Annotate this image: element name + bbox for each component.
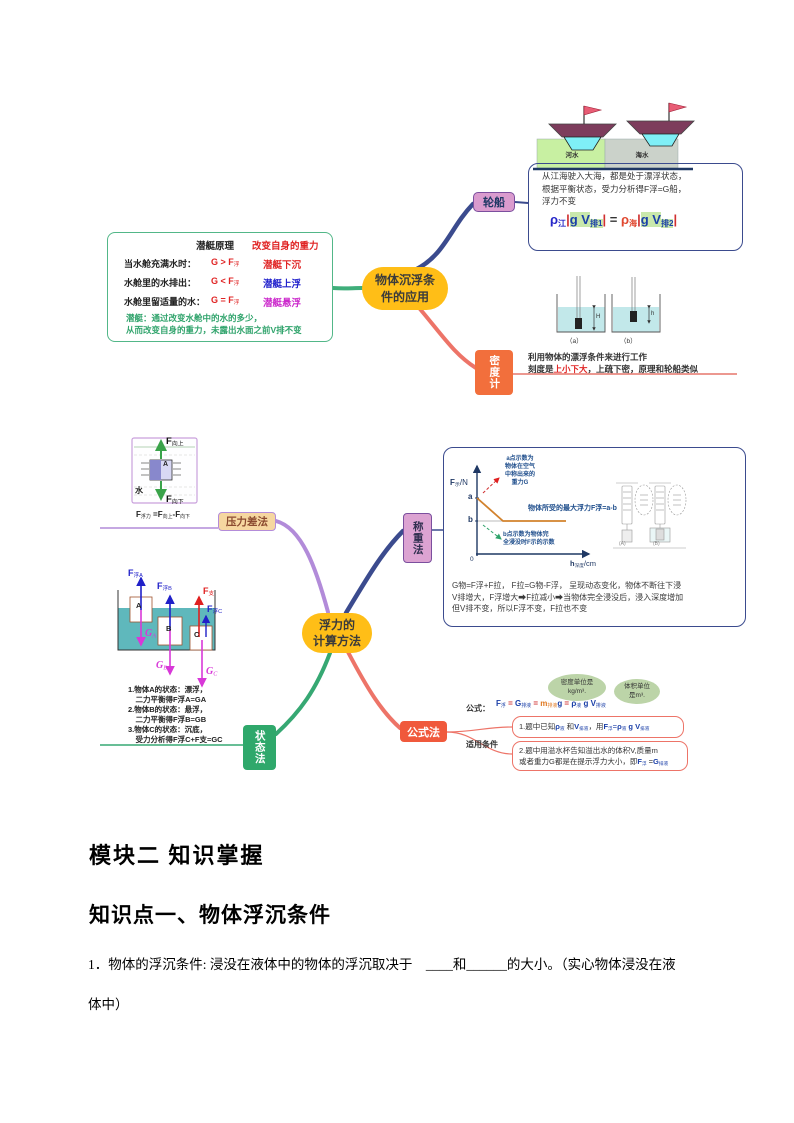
- beaker-a-label: （a）: [566, 338, 583, 345]
- weighing-graph-figure: [472, 464, 591, 559]
- pressure-block-label: A: [163, 461, 169, 468]
- submarine-header-principle: 改变自身的重力: [252, 241, 319, 252]
- node-densimeter-label: 密度计: [488, 355, 501, 390]
- condition-box-2: [512, 741, 688, 771]
- submarine-row2-condition: G < F浮: [211, 276, 240, 288]
- state-block-b-label: B: [166, 624, 172, 633]
- densimeter-line2: 刻度是上小下大，上疏下密，原理和轮船类似: [528, 364, 699, 374]
- node-pressure-method: 压力差法: [218, 512, 276, 531]
- node-weighing-method: 称重法: [403, 513, 432, 563]
- pressure-formula: F浮力 =F向上-F向下: [136, 510, 191, 521]
- volume-unit-callout: 体积单位 是m³.: [614, 679, 660, 704]
- weighing-panel: [443, 447, 746, 627]
- node-state-method: 状态法: [243, 725, 276, 770]
- force-up-label: F向上: [166, 436, 184, 448]
- mindmap1-center-node: 物体沉浮条 件的应用: [362, 267, 448, 310]
- force-down-label: F向下: [166, 494, 184, 506]
- spring-scale-b-label: (B): [653, 541, 660, 547]
- node-densimeter: 密度计: [475, 350, 513, 395]
- submarine-box: [107, 232, 333, 342]
- state-force-fc-label: F浮C: [207, 604, 223, 616]
- condition-label: 适用条件: [466, 740, 498, 749]
- ship-panel: [528, 163, 743, 251]
- module-heading: 模块二 知识掌握: [89, 843, 265, 868]
- sea-water-label: 海水: [635, 152, 649, 159]
- weighing-note: G物=F浮+F拉， F拉=G物-F浮， 呈现动态变化，物体不断往下浸 V排增大，…: [452, 581, 684, 613]
- ship-description: 从江海驶入大海，都是处于漂浮状态， 根据平衡状态，受力分析得F浮=G船， 浮力不…: [542, 171, 687, 206]
- depth-h-label: h: [651, 311, 655, 317]
- graph-ylabel: F示/N: [450, 478, 468, 489]
- state-figure: [117, 576, 216, 688]
- graph-max-buoyancy-label: 物体所受的最大浮力F浮=a-b: [528, 505, 617, 512]
- ship-formula: ρ江|g V排1| = ρ海|g V排2|: [550, 212, 678, 228]
- state-block-a-label: A: [136, 601, 142, 610]
- graph-tick-b: b: [468, 515, 473, 524]
- paragraph-line2: 体中）: [88, 997, 129, 1012]
- submarine-row1-condition: G > F浮: [211, 257, 240, 269]
- submarine-row1-label: 当水舱充满水时：: [124, 259, 197, 269]
- state-ga-label: GA: [145, 628, 157, 640]
- node-formula-method-label: 公式法: [407, 726, 440, 739]
- beaker-figure: [556, 276, 661, 333]
- ship-figure: [533, 102, 695, 171]
- knowledge-point-heading: 知识点一、物体浮沉条件: [89, 903, 331, 927]
- node-ship: 轮船: [473, 192, 515, 212]
- mindmap2-branch-curves: [100, 519, 513, 755]
- node-weighing-method-label: 称重法: [411, 520, 424, 556]
- pressure-water-label: 水: [135, 486, 143, 495]
- graph-tick-a: a: [468, 492, 473, 501]
- node-pressure-method-label: 压力差法: [226, 516, 268, 528]
- river-water-label: 河水: [565, 152, 579, 159]
- formula-label: 公式：: [466, 704, 490, 713]
- depth-H-label: H: [596, 314, 601, 320]
- graph-annotation-b: b点示数为物体完 全浸没时F示的示数: [503, 532, 555, 546]
- graph-xlabel: h深度/cm: [570, 559, 596, 569]
- submarine-row1-result: 潜艇下沉: [263, 260, 302, 271]
- spring-scale-figure: [613, 482, 687, 549]
- submarine-row2-label: 水舱里的水排出：: [124, 278, 197, 288]
- condition-box-1: [512, 716, 684, 738]
- state-block-c-label: C: [194, 630, 200, 639]
- submarine-row3-condition: G = F浮: [211, 295, 240, 307]
- submarine-header: 潜艇原理: [196, 241, 235, 252]
- node-state-method-label: 状态法: [253, 730, 266, 765]
- submarine-row2-result: 潜艇上浮: [263, 279, 302, 290]
- state-force-fzhi-label: F支: [203, 586, 215, 598]
- condition-2-line1: 2.题中用溢水杯告知溢出水的体积V,质量m: [519, 746, 658, 755]
- pressure-figure: [131, 437, 198, 504]
- buoyancy-formula: F浮 = G排液 = m排液g = ρ液 g V排液: [496, 699, 606, 710]
- paragraph-line1: 1．物体的浮沉条件: 浸没在液体中的物体的浮沉取决于 ____和______的大…: [88, 957, 676, 972]
- spring-scale-a-label: (A): [619, 541, 626, 547]
- graph-origin: 0: [470, 556, 474, 563]
- node-ship-label: 轮船: [483, 197, 505, 209]
- state-gc-label: GC: [206, 666, 218, 678]
- mindmap1-branch-curves: [331, 201, 737, 375]
- density-unit-callout: 密度单位是 kg/m³.: [548, 674, 606, 701]
- state-list: 1.物体A的状态：漂浮， 二力平衡得F浮A=GA 2.物体B的状态：悬浮， 二力…: [128, 685, 223, 744]
- submarine-row3-result: 潜艇悬浮: [263, 298, 302, 309]
- state-force-fa-label: F浮A: [128, 568, 143, 580]
- condition-2-line2: 或者重力G都是在提示浮力大小，即F浮 =G排液: [519, 757, 669, 767]
- state-gb-label: GB: [156, 660, 168, 672]
- submarine-row3-label: 水舱里留适量的水：: [124, 297, 206, 307]
- node-formula-method: 公式法: [400, 721, 447, 742]
- mindmap2-center-node: 浮力的 计算方法: [302, 613, 372, 653]
- submarine-note: 潜艇：通过改变水舱中的水的多少， 从而改变自身的重力，未露出水面之前V排不变: [126, 313, 302, 335]
- condition-1-text: 1.题中已知ρ液 和V排液，用F浮=ρ液 g V排液: [519, 722, 650, 732]
- state-force-fb-label: F浮B: [157, 581, 172, 593]
- beaker-b-label: （b）: [620, 338, 637, 345]
- densimeter-line1: 利用物体的漂浮条件来进行工作: [528, 352, 648, 362]
- graph-annotation-a: a点示数为 物体在空气 中称出来的 重力G: [504, 456, 535, 486]
